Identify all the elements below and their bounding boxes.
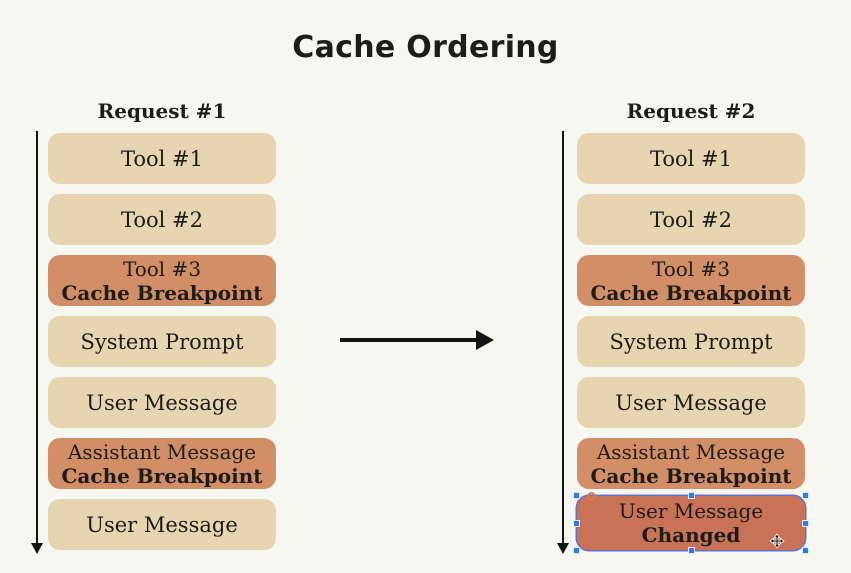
box-sublabel: Cache Breakpoint xyxy=(61,463,263,488)
box-label: Assistant Message xyxy=(67,439,257,464)
request-1-column: Request #1 Tool #1 Tool #2 Tool #3 Cache… xyxy=(48,99,276,560)
box-tool-2[interactable]: Tool #2 xyxy=(48,194,276,245)
box-sublabel: Changed xyxy=(641,523,741,547)
box-tool-1[interactable]: Tool #1 xyxy=(48,133,276,184)
box-tool-3-cache-breakpoint[interactable]: Tool #3 Cache Breakpoint xyxy=(48,255,276,306)
box-assistant-message-cache-breakpoint[interactable]: Assistant Message Cache Breakpoint xyxy=(48,438,276,489)
box-sublabel: Cache Breakpoint xyxy=(590,463,792,488)
box-system-prompt[interactable]: System Prompt xyxy=(577,316,805,367)
box-tool-2[interactable]: Tool #2 xyxy=(577,194,805,245)
box-label: Assistant Message xyxy=(596,439,786,464)
column-header: Request #2 xyxy=(626,99,756,123)
box-system-prompt[interactable]: System Prompt xyxy=(48,316,276,367)
box-label: Tool #2 xyxy=(649,207,732,232)
selection-handle[interactable] xyxy=(687,492,695,499)
corner-radius-handle[interactable] xyxy=(587,492,596,501)
selection-handle[interactable] xyxy=(573,547,580,554)
selection-handle[interactable] xyxy=(802,492,809,499)
right-arrow-icon xyxy=(340,330,494,350)
box-label: User Message xyxy=(618,499,764,523)
selection-handle[interactable] xyxy=(687,547,695,554)
selection-handle[interactable] xyxy=(802,547,809,554)
column-header: Request #1 xyxy=(97,99,227,123)
move-cursor-icon xyxy=(769,530,785,549)
selection-handle[interactable] xyxy=(802,519,809,527)
box-tool-1[interactable]: Tool #1 xyxy=(577,133,805,184)
selection-handle[interactable] xyxy=(573,492,580,499)
box-tool-3-cache-breakpoint[interactable]: Tool #3 Cache Breakpoint xyxy=(577,255,805,306)
box-label: Tool #1 xyxy=(649,146,732,171)
down-arrow-icon xyxy=(557,131,569,554)
box-user-message[interactable]: User Message xyxy=(577,377,805,428)
box-user-message-changed-selected[interactable]: User Message Changed xyxy=(573,492,809,554)
box-label: Tool #2 xyxy=(120,207,203,232)
box-label: User Message xyxy=(615,390,767,415)
box-sublabel: Cache Breakpoint xyxy=(61,280,263,305)
box-sublabel: Cache Breakpoint xyxy=(590,280,792,305)
box-label: Tool #3 xyxy=(651,256,731,281)
box-label: Tool #1 xyxy=(120,146,203,171)
down-arrow-icon xyxy=(31,131,43,554)
box-user-message[interactable]: User Message xyxy=(48,499,276,550)
selection-handle[interactable] xyxy=(573,519,580,527)
box-label: User Message xyxy=(86,390,238,415)
box-label: Tool #3 xyxy=(122,256,202,281)
request-2-column: Request #2 Tool #1 Tool #2 Tool #3 Cache… xyxy=(573,99,809,560)
page-title: Cache Ordering xyxy=(292,30,559,65)
box-label: User Message xyxy=(86,512,238,537)
box-label: System Prompt xyxy=(609,329,773,354)
box-label: System Prompt xyxy=(80,329,244,354)
box-assistant-message-cache-breakpoint[interactable]: Assistant Message Cache Breakpoint xyxy=(577,438,805,489)
box-user-message[interactable]: User Message xyxy=(48,377,276,428)
